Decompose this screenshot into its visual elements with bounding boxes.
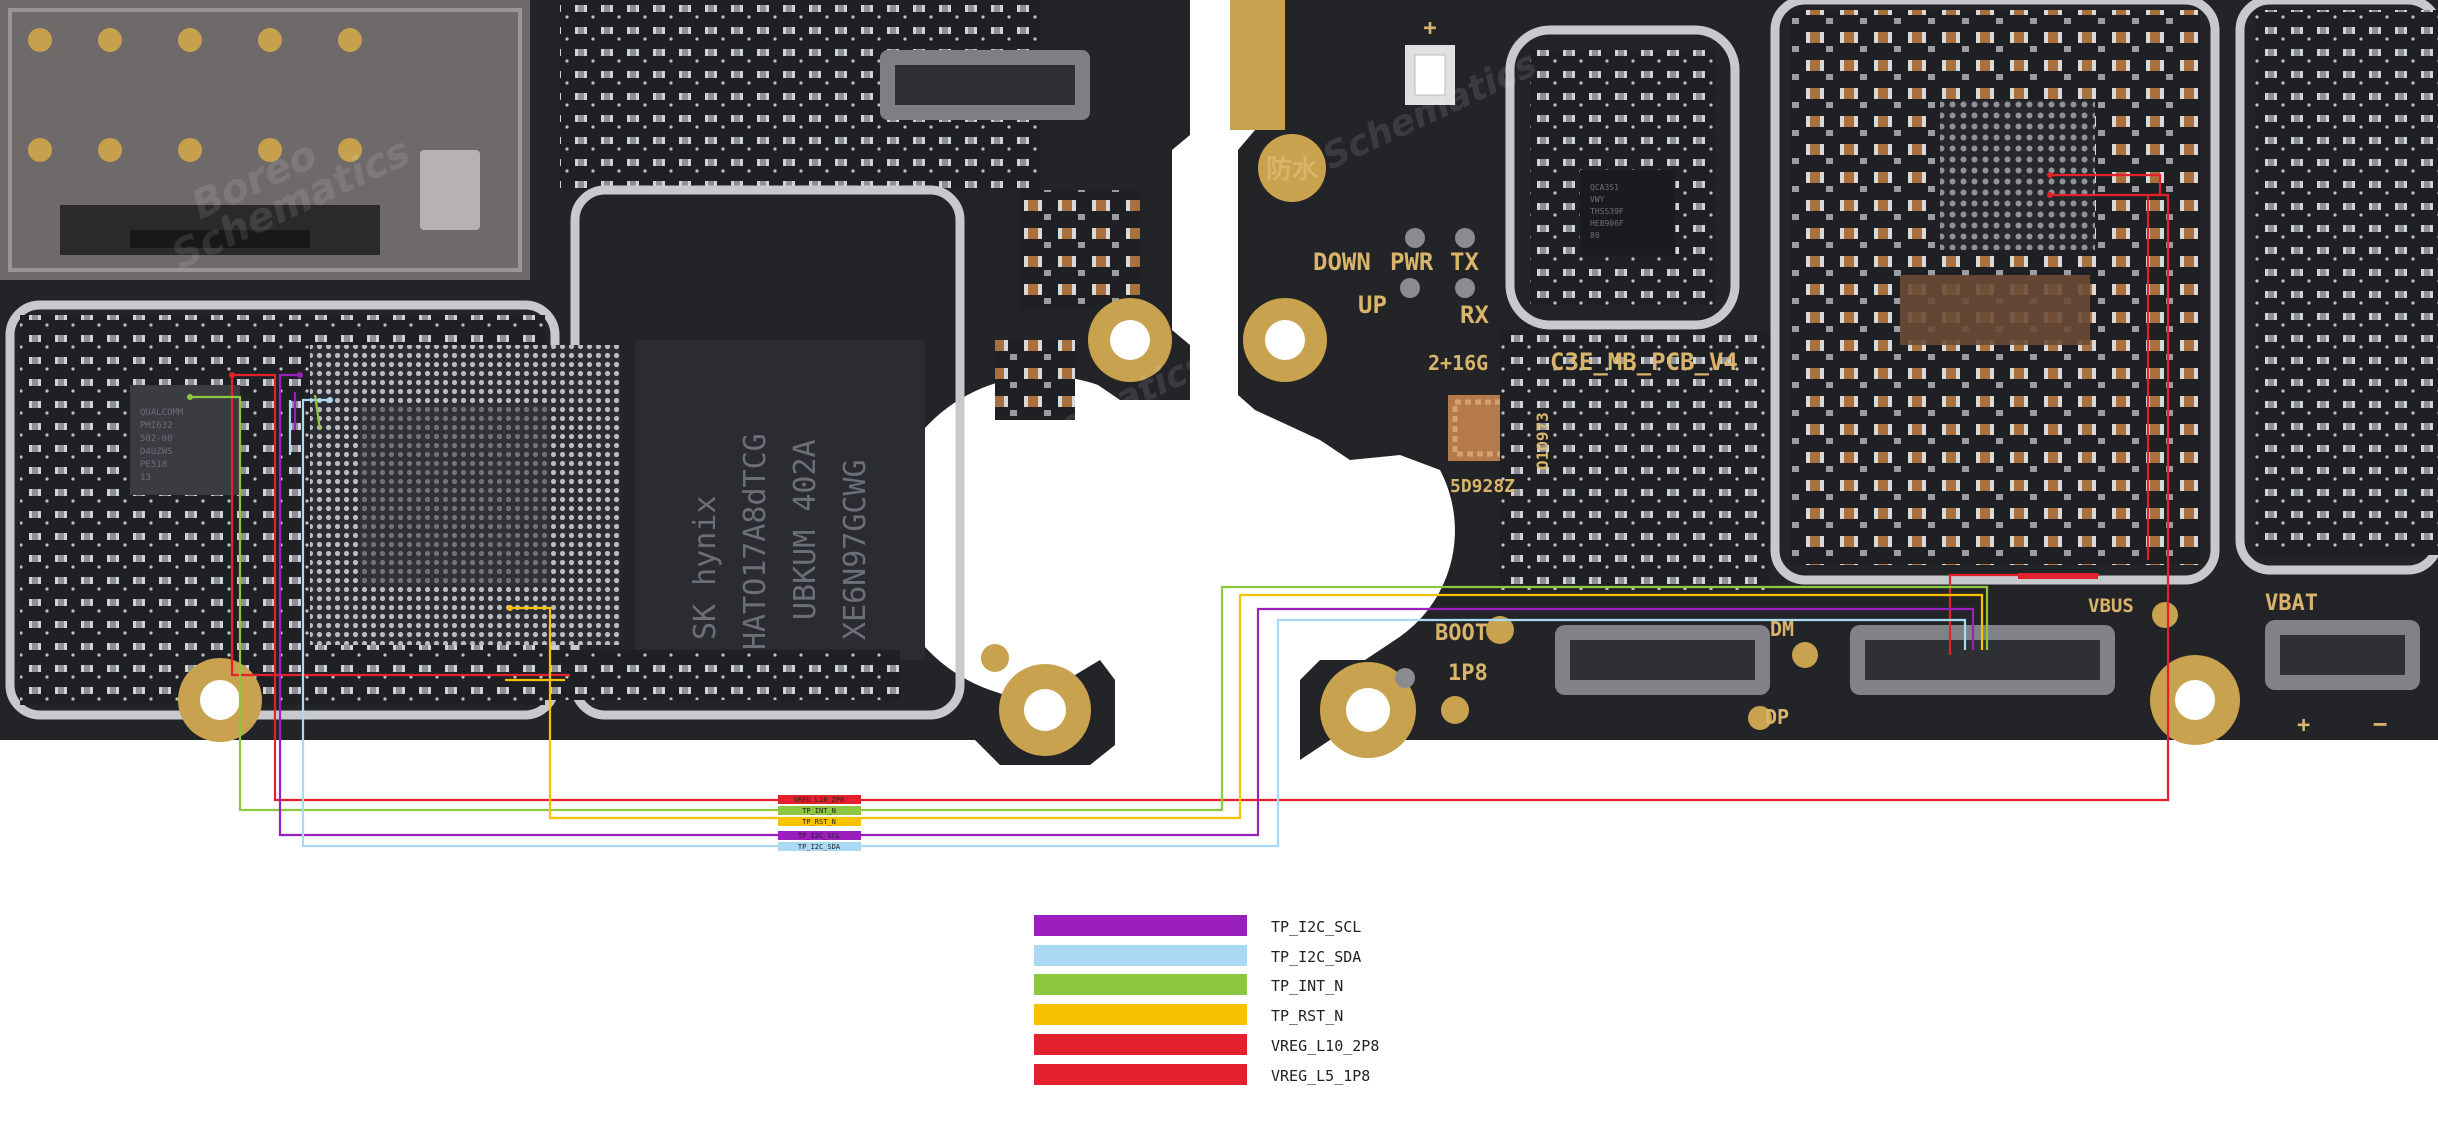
legend-swatch [1034, 1064, 1247, 1085]
silk-1p8: 1P8 [1448, 661, 1488, 686]
pad-markers [187, 172, 2098, 611]
legend: TP_I2C_SCL TP_I2C_SDA TP_INT_N TP_RST_N … [1034, 915, 1379, 1085]
small-ic-markings: QCA3S1 VWY THSS39F HE8906F 80 [1590, 183, 1624, 240]
net-tag-rst: TP_RST_N [778, 817, 861, 826]
silk-tx: TX [1450, 248, 1479, 276]
net-tag-rst-label: TP_RST_N [802, 818, 836, 826]
trace-vreg-right-loop [2050, 173, 2162, 197]
net-tag-scl-bg [778, 831, 861, 840]
small-ic-line-4: HE8906F [1590, 219, 1624, 228]
pmic-line-5: PE518 [140, 460, 167, 470]
silk-bat-plus: + [2297, 713, 2310, 738]
pmic-line-2: PMI632 [140, 421, 173, 431]
net-tag-scl: TP_I2C_SCL [778, 831, 861, 840]
net-tag-int: TP_INT_N [778, 806, 861, 815]
silkscreen-labels: 防水 + DOWN PWR TX UP RX 2+16G C3E_MB_PCB_… [1266, 16, 2387, 738]
legend-swatch [1034, 945, 1247, 966]
net-tag-vreg: VREG_L10_2P8 [778, 795, 861, 804]
silk-bat-minus: − [2373, 710, 2387, 738]
right-board [1230, 0, 2438, 760]
legend-label: TP_I2C_SCL [1271, 918, 1361, 936]
net-tag-int-label: TP_INT_N [802, 807, 836, 815]
silk-waterproof: 防水 [1266, 155, 1319, 185]
small-ic [1580, 170, 1675, 255]
silk-up: UP [1358, 291, 1387, 319]
pmic-line-4: D4UZWS [140, 447, 173, 457]
memory-markings: SK hynix HATO17A8dTCG UBKUM 402A XE6N97G… [688, 433, 873, 650]
pmic-chip [130, 385, 240, 495]
memory-line-4: XE6N97GCWG [838, 459, 873, 640]
silk-down: DOWN [1313, 248, 1371, 276]
small-ic-line-1: QCA3S1 [1590, 183, 1619, 192]
legend-swatch [1034, 1004, 1247, 1025]
silk-pwr: PWR [1390, 248, 1434, 276]
silk-dp: DP [1765, 705, 1789, 729]
legend-label: TP_RST_N [1271, 1007, 1343, 1025]
net-tags: VREG_L10_2P8 TP_INT_N TP_RST_N TP_I2C_SC… [778, 795, 861, 851]
legend-item-vreg-l10-2p8: VREG_L10_2P8 [1034, 1034, 1379, 1055]
legend-label: VREG_L5_1P8 [1271, 1067, 1370, 1085]
memory-line-3: UBKUM 402A [788, 439, 823, 620]
legend-item-vreg-l5-1p8: VREG_L5_1P8 [1034, 1064, 1370, 1085]
legend-item-tp-i2c-sda: TP_I2C_SDA [1034, 945, 1361, 966]
legend-label: VREG_L10_2P8 [1271, 1037, 1379, 1055]
signal-traces [190, 173, 2170, 848]
legend-swatch [1034, 974, 1247, 995]
left-board [0, 0, 1190, 765]
net-tag-int-bg [778, 806, 861, 815]
legend-swatch [1034, 1034, 1247, 1055]
silk-vbus: VBUS [2088, 595, 2134, 617]
silk-boot: BOOT [1435, 621, 1488, 646]
trace-tp-int [190, 395, 1989, 812]
net-tag-sda-bg [778, 842, 861, 851]
legend-item-tp-i2c-scl: TP_I2C_SCL [1034, 915, 1361, 936]
silk-pcb-name: C3E_MB_PCB_V4 [1550, 348, 1738, 376]
net-tag-sda-label: TP_I2C_SDA [798, 843, 841, 851]
memory-chip [635, 340, 925, 660]
memory-line-2: HATO17A8dTCG [738, 433, 773, 650]
pmic-markings: QUALCOMM PMI632 502-00 D4UZWS PE518 13 [140, 408, 184, 483]
net-tag-vreg-bg [778, 795, 861, 804]
legend-item-tp-int-n: TP_INT_N [1034, 974, 1343, 995]
legend-label: TP_I2C_SDA [1271, 948, 1361, 966]
silk-qr-id: 5D928Z [1450, 476, 1515, 497]
silk-vbat: VBAT [2265, 591, 2318, 616]
waterproof-stamp [1258, 134, 1326, 202]
pmic-line-6: 13 [140, 473, 151, 483]
pmic-line-3: 502-00 [140, 434, 173, 444]
trace-tp-i2c-sda [301, 398, 1967, 848]
net-tag-sda: TP_I2C_SDA [778, 842, 861, 851]
silk-plus: + [1423, 16, 1436, 41]
silk-memory: 2+16G [1428, 351, 1488, 375]
small-ic-line-3: THSS39F [1590, 207, 1624, 216]
trace-vreg-red-2 [230, 375, 570, 677]
trace-tp-i2c-scl [278, 373, 1975, 837]
pmic-line-1: QUALCOMM [140, 408, 184, 418]
small-ic-line-2: VWY [1590, 195, 1605, 204]
net-tag-vreg-label: VREG_L10_2P8 [794, 796, 845, 804]
small-ic-line-5: 80 [1590, 231, 1600, 240]
net-tag-scl-label: TP_I2C_SCL [798, 832, 840, 840]
legend-label: TP_INT_N [1271, 977, 1343, 995]
legend-item-tp-rst-n: TP_RST_N [1034, 1004, 1343, 1025]
silk-side-code: O1O973 [1533, 412, 1552, 470]
trace-tp-rst [510, 593, 1984, 820]
net-tag-rst-bg [778, 817, 861, 826]
silk-rx: RX [1460, 301, 1489, 329]
memory-line-1: SK hynix [688, 496, 723, 641]
legend-swatch [1034, 915, 1247, 936]
